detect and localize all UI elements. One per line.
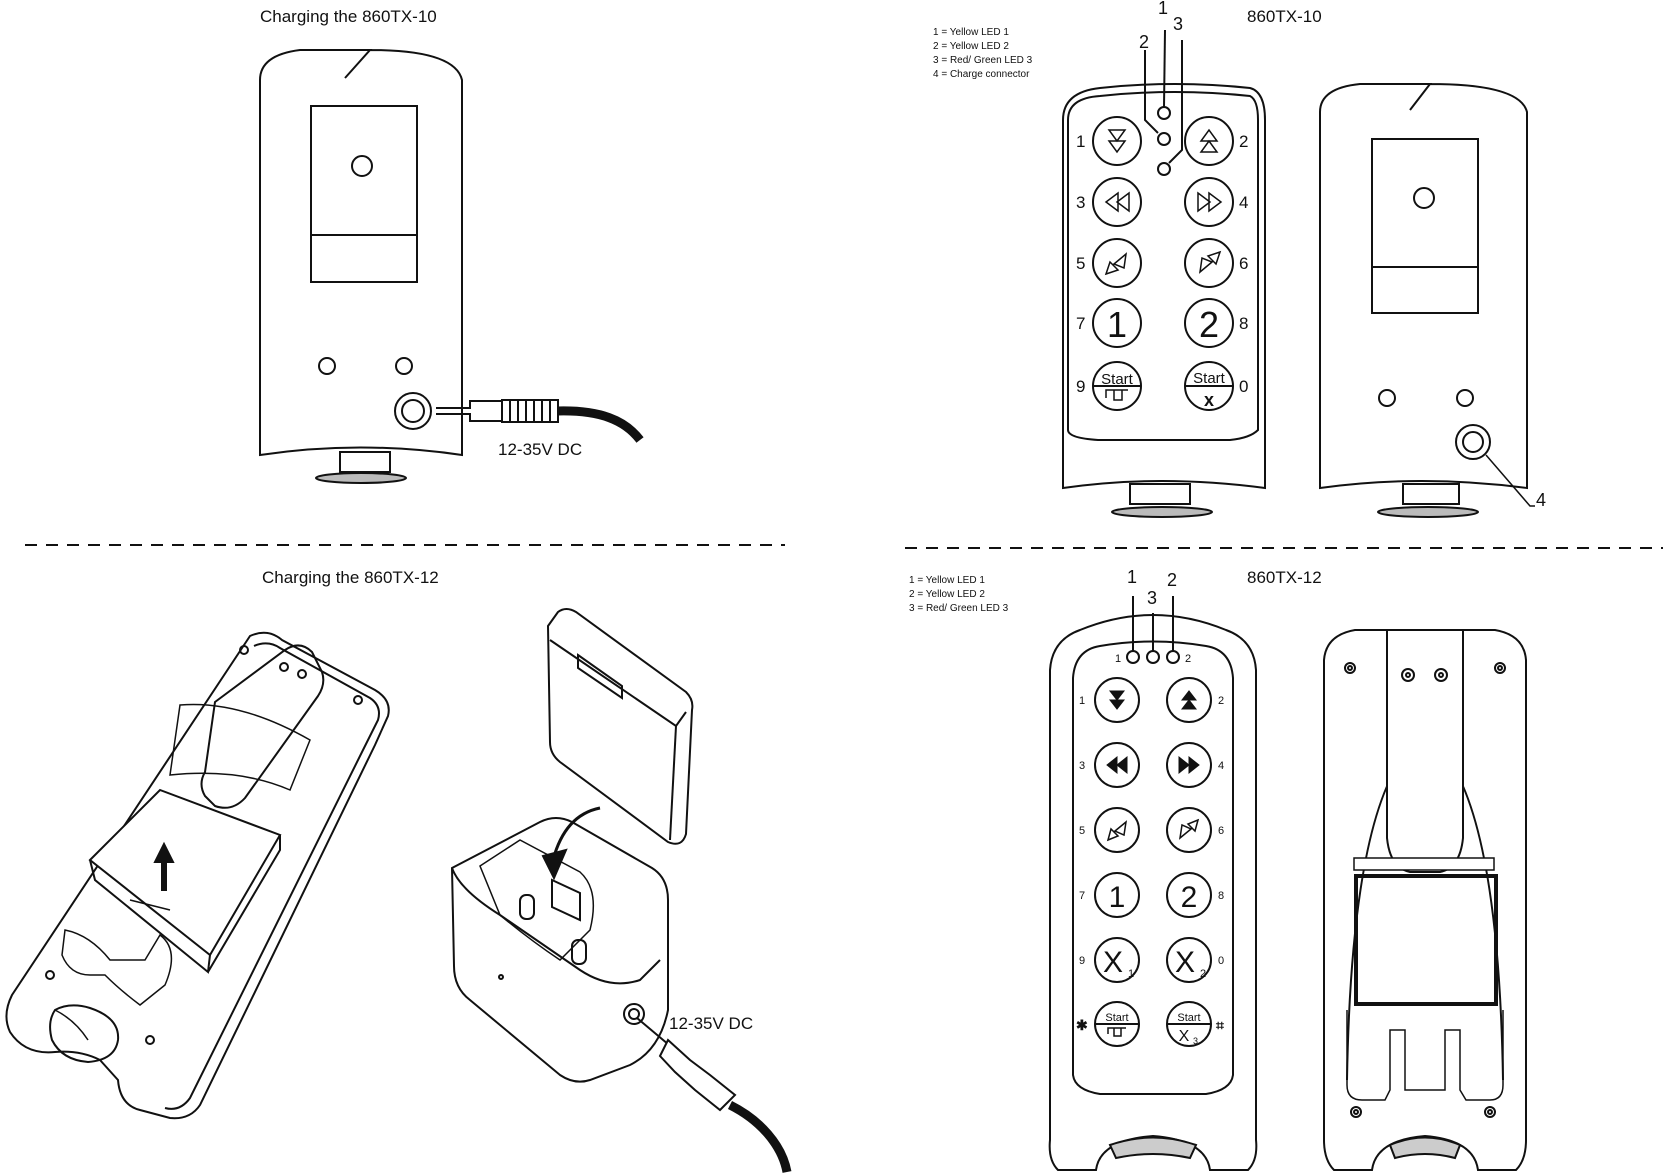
q2-legend-4: 4 = Charge connector xyxy=(933,69,1030,80)
q4-title: 860TX-12 xyxy=(1247,568,1322,587)
q4-key-x1: X xyxy=(1103,946,1123,979)
q4-keynum-right-6: 6 xyxy=(1218,825,1224,837)
q2-key-2: 2 xyxy=(1199,304,1219,345)
q3-device-back-3d xyxy=(5,631,390,1120)
q1-title: Charging the 860TX-10 xyxy=(260,7,437,26)
q2-keynum-right-2: 2 xyxy=(1239,132,1248,151)
q2-keynum-left-5: 5 xyxy=(1076,254,1085,273)
q2-keynum-left-7: 7 xyxy=(1076,314,1085,333)
q4-keynum-left-1: 1 xyxy=(1079,695,1085,707)
q2-callout-2: 2 xyxy=(1139,32,1149,52)
q4-start-label-right: Start xyxy=(1177,1012,1200,1024)
q4-callout-3: 3 xyxy=(1147,588,1157,608)
q4-keynum-right-hash: ⌗ xyxy=(1215,1017,1224,1033)
q4-led-label-1: 1 xyxy=(1115,653,1121,665)
q4-keynum-right-2: 2 xyxy=(1218,695,1224,707)
q1-device-back xyxy=(259,48,463,484)
q4-keynum-left-star: ✱ xyxy=(1076,1017,1088,1033)
q2-start-label-left: Start xyxy=(1101,371,1134,388)
q3-voltage-label: 12-35V DC xyxy=(669,1014,753,1033)
q3-dc-plug xyxy=(636,1017,792,1174)
q2-callout-1: 1 xyxy=(1158,0,1168,18)
q4-keynum-left-7: 7 xyxy=(1079,890,1085,902)
q4-callout-2: 2 xyxy=(1167,570,1177,590)
q4-keynum-left-3: 3 xyxy=(1079,760,1085,772)
q4-keynum-right-0: 0 xyxy=(1218,955,1224,967)
q2-start-x: x xyxy=(1204,390,1214,410)
q2-start-label-right: Start xyxy=(1193,370,1226,387)
q4-start-x3-sub: 3 xyxy=(1193,1036,1198,1046)
q2-callout-3: 3 xyxy=(1173,14,1183,34)
q4-keynum-right-4: 4 xyxy=(1218,760,1224,772)
q2-device-back xyxy=(1319,82,1535,518)
q2-keynum-left-1: 1 xyxy=(1076,132,1085,151)
q4-legend-2: 2 = Yellow LED 2 xyxy=(909,589,985,600)
q1-voltage-label: 12-35V DC xyxy=(498,440,582,459)
q4-legend-1: 1 = Yellow LED 1 xyxy=(909,575,985,586)
q2-keynum-left-9: 9 xyxy=(1076,377,1085,396)
q4-keynum-left-5: 5 xyxy=(1079,825,1085,837)
q2-legend-1: 1 = Yellow LED 1 xyxy=(933,27,1009,38)
q4-key-x2: X xyxy=(1175,946,1195,979)
q2-callout-4: 4 xyxy=(1536,490,1546,510)
q4-start-label-left: Start xyxy=(1105,1012,1128,1024)
q1-dc-plug xyxy=(436,399,644,443)
q4-callout-1: 1 xyxy=(1127,567,1137,587)
q2-device-front xyxy=(1062,29,1266,518)
q4-key-2: 2 xyxy=(1181,881,1198,914)
q4-key-x2-sub: 2 xyxy=(1200,968,1206,980)
q3-charger-cradle xyxy=(450,806,669,1083)
q3-battery-pack xyxy=(546,608,694,845)
q3-title: Charging the 860TX-12 xyxy=(262,568,439,587)
q2-title: 860TX-10 xyxy=(1247,7,1322,26)
q4-start-x3: X xyxy=(1179,1028,1190,1045)
q2-keynum-right-6: 6 xyxy=(1239,254,1248,273)
q2-key-1: 1 xyxy=(1107,304,1127,345)
q4-keynum-left-9: 9 xyxy=(1079,955,1085,967)
q2-legend-2: 2 = Yellow LED 2 xyxy=(933,41,1009,52)
q2-keynum-right-8: 8 xyxy=(1239,314,1248,333)
q2-keynum-left-3: 3 xyxy=(1076,193,1085,212)
q4-device-front xyxy=(1048,596,1258,1171)
q2-keynum-right-4: 4 xyxy=(1239,193,1248,212)
q2-keynum-right-0: 0 xyxy=(1239,377,1248,396)
q4-key-x1-sub: 1 xyxy=(1128,968,1134,980)
q4-keynum-right-8: 8 xyxy=(1218,890,1224,902)
q4-device-back xyxy=(1323,629,1527,1171)
q2-legend-3: 3 = Red/ Green LED 3 xyxy=(933,55,1033,66)
q4-key-1: 1 xyxy=(1109,881,1126,914)
q4-led-label-2: 2 xyxy=(1185,653,1191,665)
q4-legend-3: 3 = Red/ Green LED 3 xyxy=(909,603,1009,614)
